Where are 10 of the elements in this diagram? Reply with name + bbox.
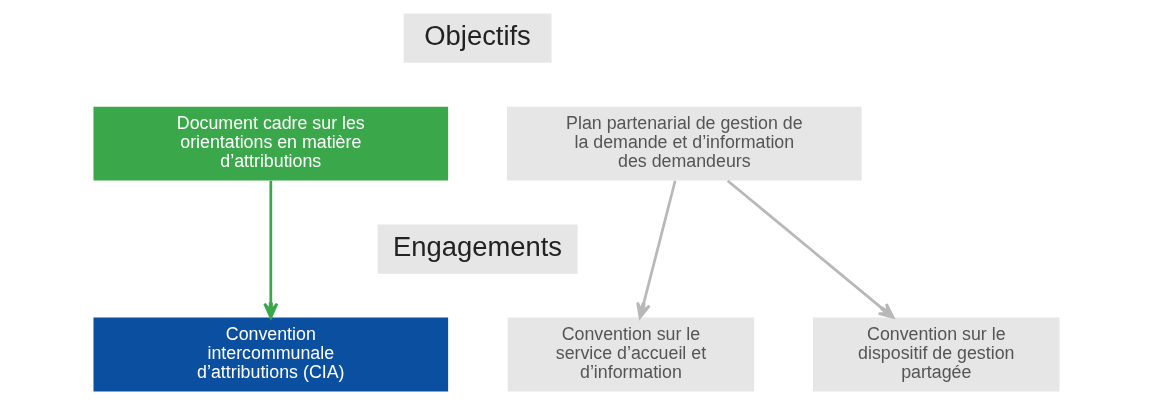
node-box: Objectifs	[403, 13, 552, 63]
node-box: Convention sur le dispositif de gestion partagée	[813, 317, 1060, 392]
node-box: Convention intercommunale d’attributions (CIA)	[93, 317, 449, 392]
arrow	[263, 180, 279, 319]
arrow	[726, 179, 895, 319]
arrow	[636, 180, 677, 319]
node-box: Plan partenarial de gestion de la demande et d’information des demandeurs	[507, 106, 862, 181]
node-box: Document cadre sur les orientations en matière d’attributions	[93, 106, 449, 181]
node-box: Convention sur le service d’accueil et d’information	[507, 317, 755, 392]
node-box: Engagements	[377, 224, 578, 274]
